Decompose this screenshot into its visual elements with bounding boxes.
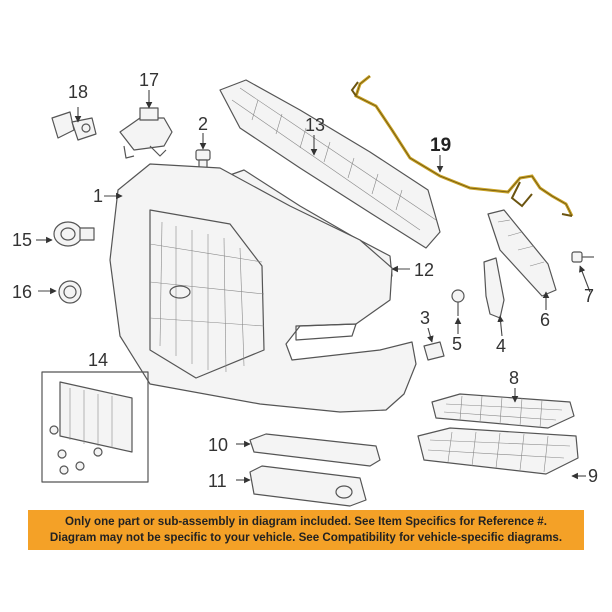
part-10-trim-strip (249, 433, 381, 467)
part-18-sensor-bracket (51, 111, 97, 141)
part-14-license-bracket (41, 371, 149, 483)
part-15-sensor (53, 221, 95, 247)
callout-8: 8 (509, 368, 519, 388)
callout-17: 17 (139, 70, 159, 90)
callout-11: 11 (208, 471, 227, 491)
callout-16: 16 (12, 282, 32, 302)
part-11-fog-bezel (249, 465, 367, 507)
callout-6: 6 (540, 310, 550, 330)
callout-7: 7 (584, 286, 594, 306)
part-16-grommet (58, 280, 82, 304)
disclaimer-line-2: Diagram may not be specific to your vehi… (49, 531, 563, 544)
part-8-upper-grille (431, 393, 575, 429)
callout-10: 10 (208, 435, 228, 455)
part-9-lower-grille (417, 427, 579, 475)
part-3-clip (423, 341, 445, 361)
part-19-wiring-harness (350, 74, 574, 217)
disclaimer-line-1: Only one part or sub-assembly in diagram… (65, 515, 547, 528)
callout-2: 2 (198, 114, 208, 134)
part-5-bolt (451, 289, 465, 316)
disclaimer-banner: Only one part or sub-assembly in diagram… (28, 510, 584, 550)
callout-5: 5 (452, 334, 462, 354)
part-2-clip (195, 149, 211, 169)
callout-13: 13 (305, 115, 325, 135)
callout-18: 18 (68, 82, 88, 102)
callout-14: 14 (88, 350, 108, 370)
callout-1: 1 (93, 186, 103, 206)
callout-9: 9 (588, 466, 598, 486)
part-1-bumper-cover (109, 163, 417, 413)
callout-19: 19 (430, 135, 451, 156)
callout-12: 12 (414, 260, 434, 280)
callout-4: 4 (496, 336, 506, 356)
part-17-parking-sensor (119, 107, 173, 159)
part-4-bracket (483, 257, 505, 319)
part-6-bracket (487, 209, 557, 297)
callout-15: 15 (12, 230, 32, 250)
callout-3: 3 (420, 308, 430, 328)
part-7-bolt (571, 251, 594, 263)
part-13-bumper-reinforcement (219, 79, 441, 249)
